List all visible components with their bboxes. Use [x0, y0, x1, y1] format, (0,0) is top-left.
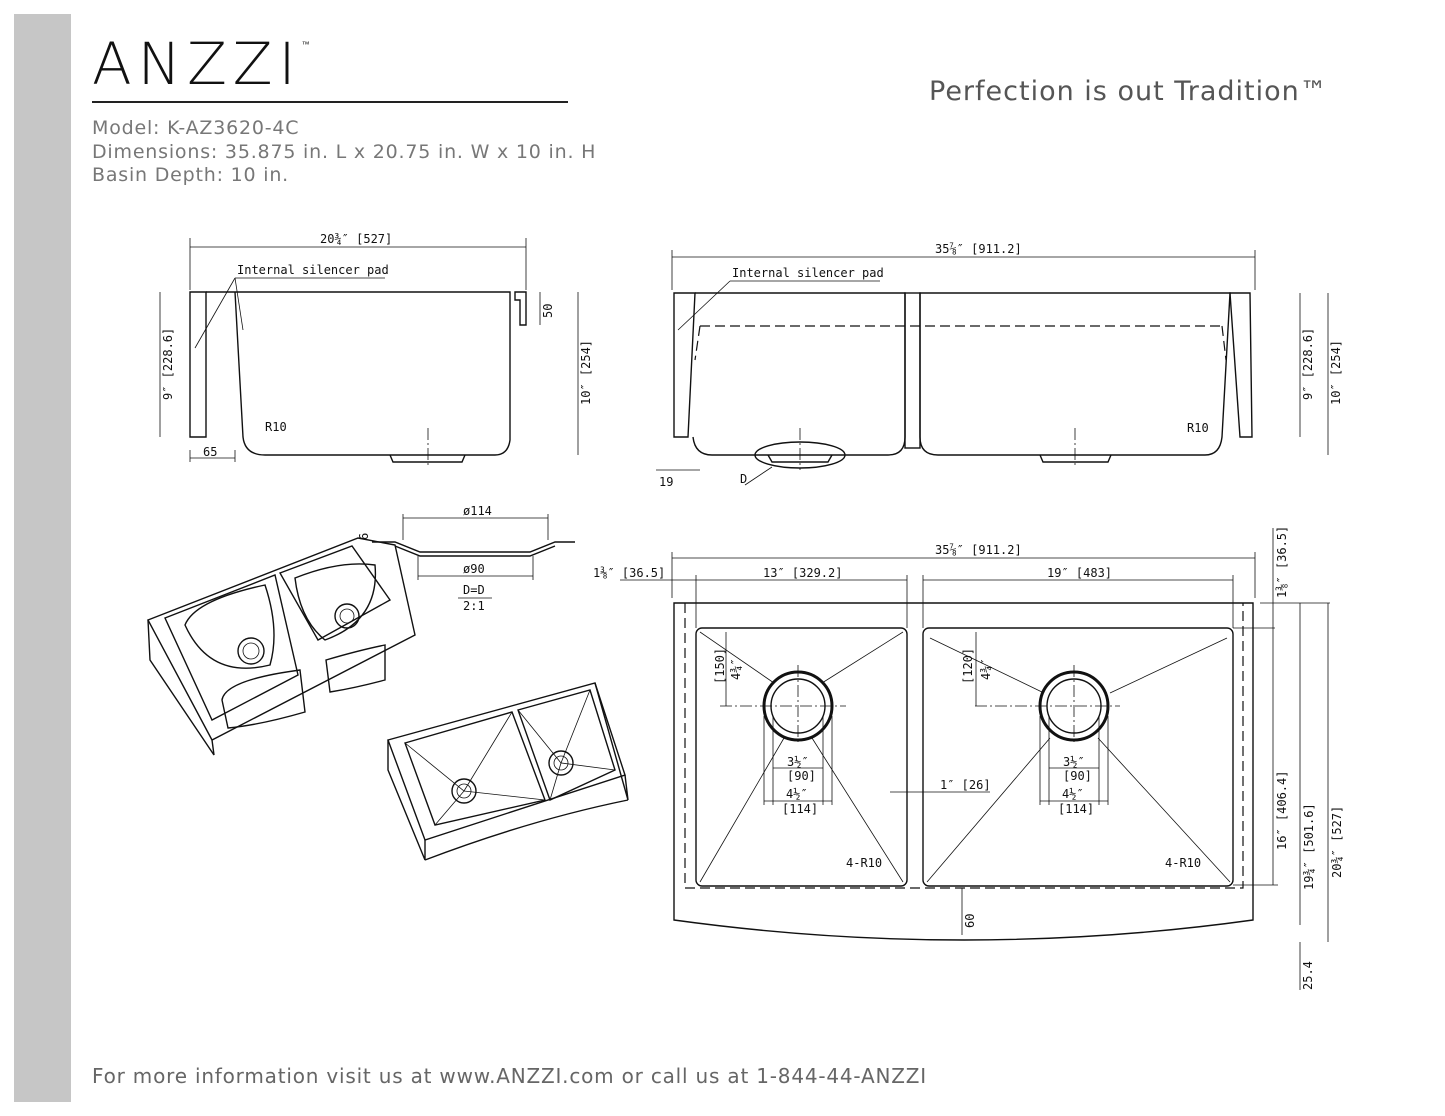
front-pad-label: Internal silencer pad [732, 266, 884, 280]
plan-right-drain-mm: [120] [961, 648, 975, 684]
plan-right-inner-in: 3½″ [1063, 755, 1085, 769]
plan-right-bowl-width: 19″ [483] [1047, 566, 1112, 580]
plan-left-outer-mm: [114] [782, 802, 818, 816]
model-text: Model: K-AZ3620-4C [92, 117, 300, 139]
header-divider [92, 101, 568, 103]
front-width-label: 35⅞″ [911.2] [935, 242, 1022, 256]
plan-top-offset: 1⅜″ [36.5] [1275, 526, 1289, 598]
plan-divider-label: 1″ [26] [940, 778, 991, 792]
plan-left-outer-in: 4½″ [786, 787, 808, 801]
plan-front-offset: 25.4 [1301, 961, 1315, 990]
plan-apron-label: 60 [963, 914, 977, 928]
plan-left-inner-in: 3½″ [787, 755, 809, 769]
plan-outer-width: 20¾″ [527] [1330, 806, 1344, 878]
plan-left-corner: 4-R10 [846, 856, 882, 870]
tagline: Perfection is out Tradition™ [929, 76, 1328, 107]
side-view: 20¾″ [527] Internal silencer pad 9″ [228… [159, 232, 593, 465]
plan-left-inner-mm: [90] [787, 769, 816, 783]
side-radius-label: R10 [265, 420, 287, 434]
footer-contact: For more information visit us at www.ANZ… [92, 1064, 927, 1088]
plan-right-inner-mm: [90] [1063, 769, 1092, 783]
side-width-label: 20¾″ [527] [320, 232, 392, 246]
plan-right-outer-mm: [114] [1058, 802, 1094, 816]
side-apron-label: 65 [203, 445, 217, 459]
drain-scale: 2:1 [463, 599, 485, 613]
plan-right-outer-in: 4½″ [1062, 787, 1084, 801]
side-height-outer: 10″ [254] [579, 340, 593, 405]
drain-detail: ø114 ø90 6 D=D 2:1 [357, 504, 575, 613]
isometric-top-view [147, 537, 416, 756]
front-radius-label: R10 [1187, 421, 1209, 435]
side-rim-label: 50 [541, 304, 555, 318]
plan-left-drain-mm: [150] [713, 648, 727, 684]
plan-left-offset: 1⅜″ [36.5] [593, 566, 665, 580]
sidebar-band [14, 14, 71, 1102]
side-height-inner: 9″ [228.6] [161, 328, 175, 400]
plan-view: 35⅞″ [911.2] 1⅜″ [36.5] 13″ [329.2] 19″ … [593, 526, 1344, 990]
side-pad-label: Internal silencer pad [237, 263, 389, 277]
plan-inner-width: 19¾″ [501.6] [1302, 803, 1316, 890]
basin-depth-text: Basin Depth: 10 in. [92, 164, 290, 186]
plan-total-width: 35⅞″ [911.2] [935, 543, 1022, 557]
anzzi-logo: ANZZI™ [92, 30, 310, 98]
front-height-inner: 9″ [228.6] [1301, 328, 1315, 400]
front-detail-label: D [740, 472, 747, 486]
drain-section: D=D [463, 583, 485, 597]
plan-right-drain-in: 4¾″ [979, 658, 993, 680]
plan-bowl-depth: 16″ [406.4] [1275, 771, 1289, 850]
drain-outer-dia: ø114 [463, 504, 492, 518]
drain-depth: 6 [357, 533, 371, 540]
dimensions-text: Dimensions: 35.875 in. L x 20.75 in. W x… [92, 141, 597, 163]
plan-left-drain-in: 4¾″ [729, 658, 743, 680]
drain-inner-dia: ø90 [463, 562, 485, 576]
front-view: 35⅞″ [911.2] Internal silencer pad D R10… [656, 242, 1343, 489]
isometric-front-view [387, 682, 629, 861]
front-height-outer: 10″ [254] [1329, 340, 1343, 405]
plan-right-corner: 4-R10 [1165, 856, 1201, 870]
plan-left-bowl-width: 13″ [329.2] [763, 566, 842, 580]
front-thickness-label: 19 [659, 475, 673, 489]
